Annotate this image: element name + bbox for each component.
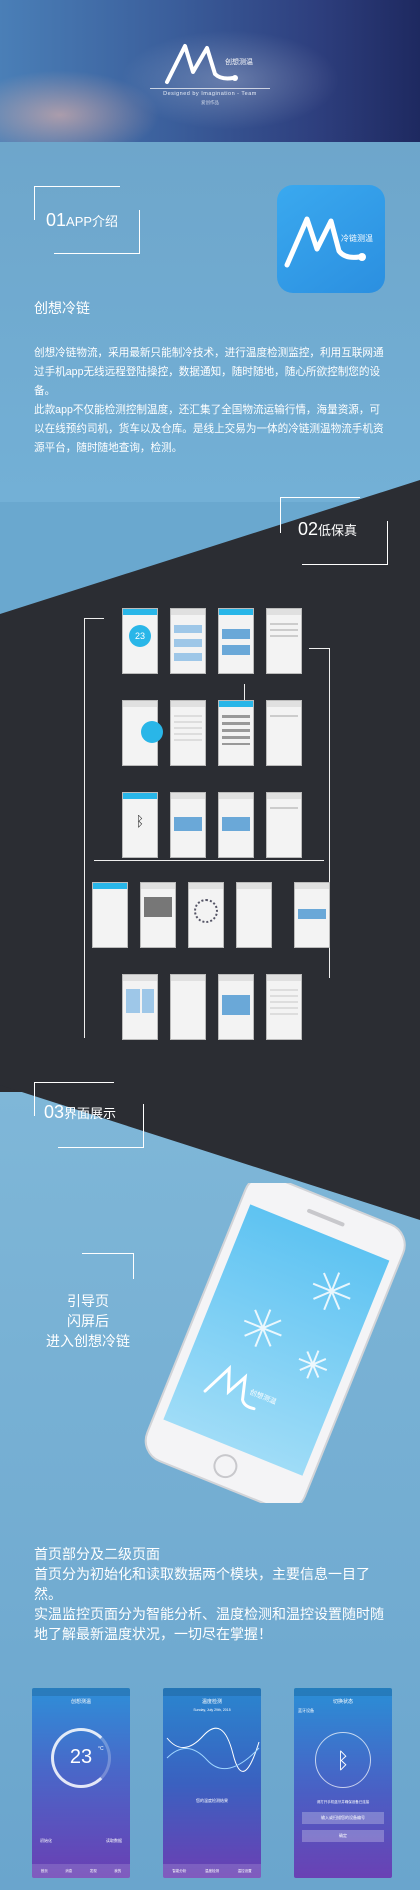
temperature-value: 23 — [69, 1746, 93, 1768]
brand-logo: 创想测温 — [165, 44, 253, 84]
wire-screen — [170, 974, 206, 1040]
intro-paragraph-1: 创想冷链物流，采用最新只能制冷技术，进行温度检测监控，利用互联网通过手机app无… — [34, 347, 384, 397]
result-caption: 您的温度检测结果 — [196, 1798, 228, 1803]
home-screen-preview: 创想测温 23 °C 初始化 读取数据 首页 消息 发现 我的 — [32, 1688, 130, 1878]
intro-text: 创想冷链物流，采用最新只能制冷技术，进行温度检测监控，利用互联网通过手机app无… — [34, 344, 386, 458]
tab-mine[interactable]: 我的 — [114, 1868, 122, 1873]
nav-title: 切换状态 — [332, 1699, 353, 1705]
wire-screen — [266, 700, 302, 766]
app-icon-text: 冷链测温 — [341, 233, 373, 243]
guide-line-1: 引导页 — [67, 1293, 109, 1309]
wire-screen — [170, 700, 206, 766]
tab-home[interactable]: 首页 — [40, 1868, 48, 1873]
title-frame-bottom-right — [302, 521, 388, 565]
app-icon: 冷链测温 — [277, 185, 385, 293]
flow-line — [94, 860, 324, 861]
screen-previews: 创想测温 23 °C 初始化 读取数据 首页 消息 发现 我的 温度检测 Sun… — [32, 1688, 392, 1878]
hero-divider — [150, 88, 270, 89]
wire-screen — [218, 792, 254, 858]
date-label: Sunday, July 29th, 2015 — [193, 1708, 231, 1712]
phone-mockup: 创想测温 — [144, 1183, 406, 1503]
wire-screen — [188, 882, 224, 948]
flow-line — [84, 618, 85, 1038]
section-3-title-wrap: 03界面展示 — [34, 1082, 144, 1152]
device-label: 蓝牙设备 — [298, 1708, 314, 1713]
device-id-input[interactable]: 输入或扫描您的设备编号 — [302, 1812, 384, 1824]
wire-screen — [218, 700, 254, 766]
section-2-title-wrap: 02低保真 — [280, 497, 388, 567]
title-frame-top-left — [34, 1082, 114, 1116]
flow-line — [329, 648, 330, 978]
home-description: 首页部分及二级页面 首页分为初始化和读取数据两个模块，主要信息一目了然。 实温监… — [34, 1544, 394, 1644]
intro-paragraph-2: 此款app不仅能检测控制温度，还汇集了全国物流运输行情，海量资源，可以在线预约司… — [34, 404, 384, 454]
guide-line-2: 闪屏后 — [67, 1313, 109, 1329]
tab-settings[interactable]: 温控设置 — [237, 1868, 252, 1873]
init-button[interactable]: 初始化 — [40, 1838, 52, 1843]
status-bar — [294, 1688, 392, 1696]
guide-frame — [82, 1253, 134, 1279]
wire-screen — [140, 882, 176, 948]
hero-banner: 创想测温 Designed by Imagination - Team 爱创作品 — [0, 0, 420, 142]
snowflake-icon — [243, 1272, 351, 1379]
hero-tagline-cn: 爱创作品 — [201, 100, 219, 105]
temperature-ring — [51, 1728, 111, 1788]
home-line-1: 首页部分及二级页面 — [34, 1546, 160, 1562]
read-data-button[interactable]: 读取数据 — [106, 1838, 122, 1843]
wire-screen — [170, 608, 206, 674]
bluetooth-preview: 切换状态 蓝牙设备 ᛒ 请打开手机蓝牙并确保设备已连接 输入或扫描您的设备编号 … — [294, 1688, 392, 1878]
wire-screen — [122, 700, 163, 766]
nav-title: 温度检测 — [201, 1699, 222, 1705]
title-frame-top-left — [34, 186, 120, 220]
flow-line — [84, 618, 104, 619]
wire-screen — [266, 974, 302, 1040]
tab-analysis[interactable]: 智能分析 — [172, 1868, 187, 1873]
wire-big-number: 23 — [129, 625, 151, 647]
temperature-detect-preview: 温度检测 Sunday, July 29th, 2015 您的温度检测结果 智能… — [163, 1688, 261, 1878]
nav-title: 创想测温 — [70, 1699, 91, 1705]
wire-screen — [218, 974, 254, 1040]
bluetooth-hint: 请打开手机蓝牙并确保设备已连接 — [316, 1800, 370, 1804]
app-name: 创想冷链 — [34, 300, 90, 316]
title-frame-top-left — [280, 497, 360, 533]
wire-screen: 23 — [122, 608, 158, 674]
wire-screen — [170, 792, 206, 858]
home-line-2: 首页分为初始化和读取数据两个模块，主要信息一目了然。 — [34, 1566, 370, 1602]
wire-screen — [92, 882, 128, 948]
bluetooth-icon: ᛒ — [135, 813, 145, 829]
temperature-unit: °C — [98, 1746, 104, 1752]
bluetooth-icon: ᛒ — [315, 1732, 371, 1788]
section-3-title: 03界面展示 — [44, 1102, 117, 1122]
flow-line — [309, 648, 329, 649]
status-bar — [163, 1688, 261, 1696]
tab-detect[interactable]: 温度检测 — [204, 1868, 219, 1873]
title-frame-bottom-right — [54, 210, 140, 254]
wire-screen — [236, 882, 272, 948]
wireframe-flow: 23 ᛒ — [84, 608, 344, 1044]
section-app-intro: 01APP介绍 冷链测温 创想冷链 创想冷链物流，采用最新只能制冷技术，进行温度… — [0, 142, 420, 502]
wire-screen — [218, 608, 254, 674]
section-2-title: 02低保真 — [298, 519, 358, 539]
wire-screen: ᛒ — [122, 792, 158, 858]
wire-screen — [266, 608, 302, 674]
confirm-button[interactable]: 确定 — [302, 1830, 384, 1842]
hero-tagline: Designed by Imagination - Team — [163, 91, 257, 97]
wire-screen — [122, 974, 158, 1040]
guide-caption: 引导页 闪屏后 进入创想冷链 — [28, 1291, 148, 1351]
tab-bar: 智能分析 温度检测 温控设置 — [163, 1864, 261, 1878]
status-bar — [32, 1688, 130, 1696]
title-frame-bottom-right — [58, 1104, 144, 1148]
home-line-3: 实温监控页面分为智能分析、温度检测和温控设置随时随地了解最新温度状况，一切尽在掌… — [34, 1606, 384, 1642]
logo-text: 创想测温 — [225, 57, 253, 66]
tab-message[interactable]: 消息 — [65, 1868, 73, 1873]
temperature-curve — [166, 1727, 260, 1772]
wire-screen — [294, 882, 330, 948]
flow-line — [244, 684, 245, 704]
guide-line-3: 进入创想冷链 — [46, 1333, 130, 1349]
wire-screen — [266, 792, 302, 858]
tab-discover[interactable]: 发现 — [89, 1868, 97, 1873]
tab-bar: 首页 消息 发现 我的 — [32, 1864, 130, 1878]
section-1-title: 01APP介绍 — [46, 210, 119, 230]
